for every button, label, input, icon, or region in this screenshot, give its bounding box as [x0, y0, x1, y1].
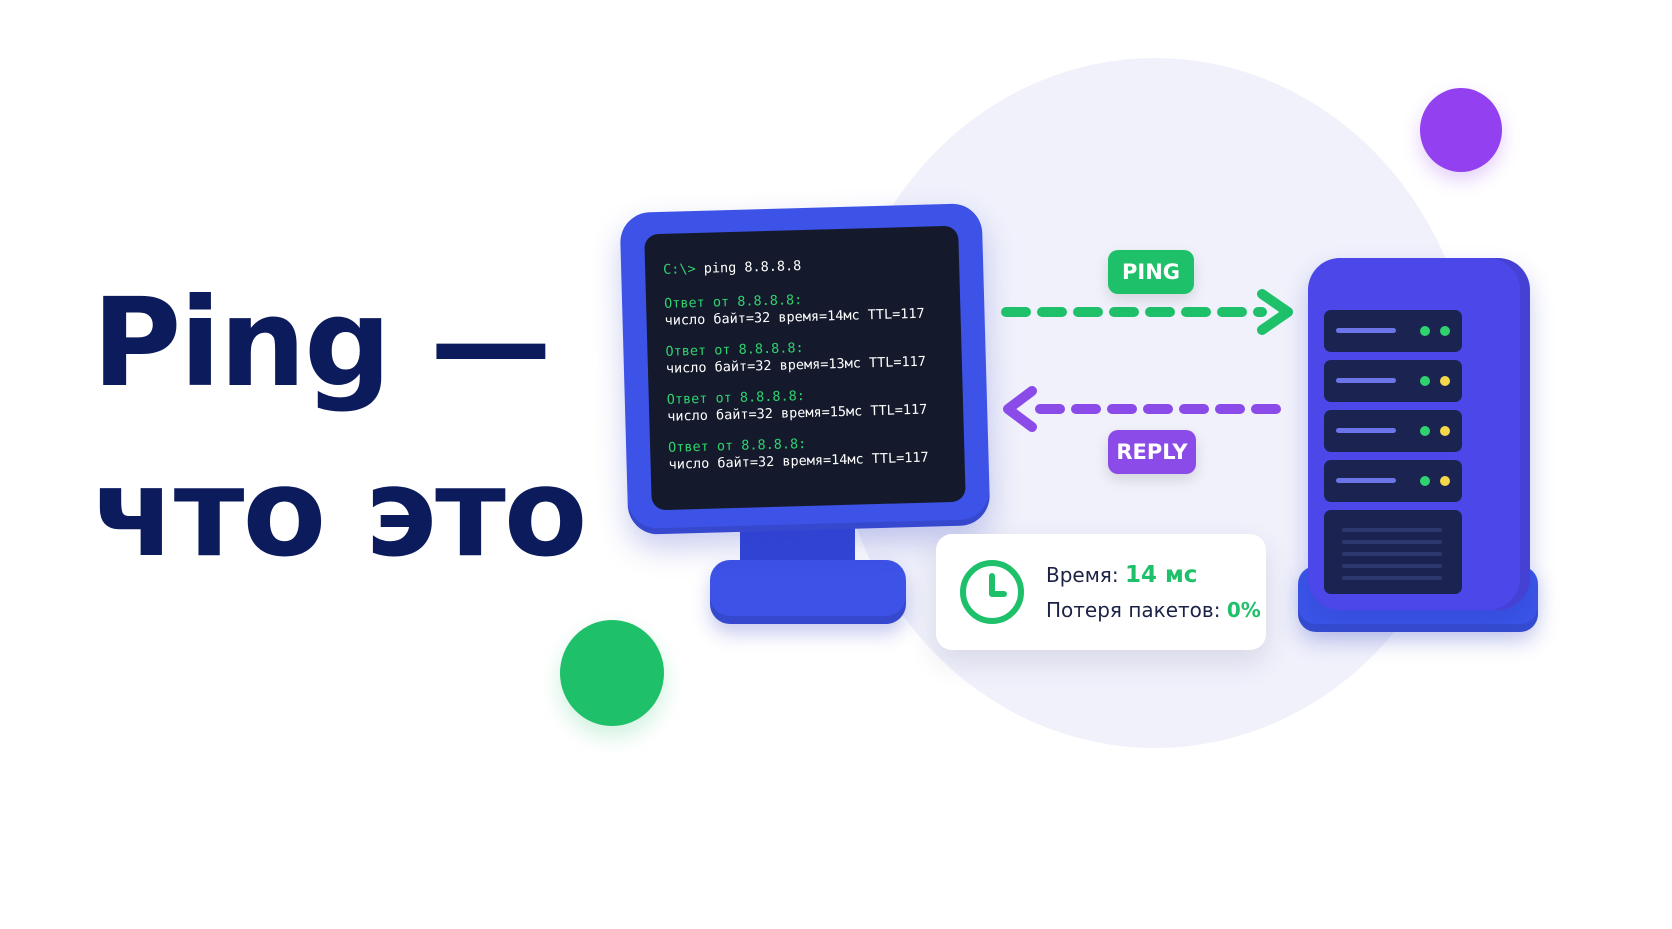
server-bay: [1324, 310, 1462, 352]
server-bay: [1324, 410, 1462, 452]
arrow-right-icon: [1001, 289, 1293, 335]
server-led: [1440, 376, 1450, 386]
title-line-2: что это: [92, 442, 588, 584]
arrow-left-icon: [1003, 386, 1291, 432]
title-line-1: Ping —: [92, 272, 552, 414]
packet-loss-value: 0%: [1226, 598, 1261, 622]
server-led: [1440, 326, 1450, 336]
vent-slot: [1342, 564, 1442, 568]
server-led: [1420, 426, 1430, 436]
vent-slot: [1342, 540, 1442, 544]
monitor-stand-base: [710, 560, 906, 624]
server-led: [1440, 476, 1450, 486]
server-bay-bar: [1336, 328, 1396, 333]
server-bay-bar: [1336, 478, 1396, 483]
server-bay: [1324, 460, 1462, 502]
vent-slot: [1342, 528, 1442, 532]
packet-loss-label: Потеря пакетов:: [1046, 598, 1221, 622]
server-vent: [1324, 510, 1462, 594]
ping-label: PING: [1108, 250, 1194, 294]
time-label: Время:: [1046, 563, 1119, 587]
vent-slot: [1342, 576, 1442, 580]
server-led: [1420, 326, 1430, 336]
vent-slot: [1342, 552, 1442, 556]
reply-label: REPLY: [1108, 430, 1196, 474]
time-value: 14 мс: [1124, 562, 1198, 588]
server-led: [1440, 426, 1450, 436]
server-bay-bar: [1336, 428, 1396, 433]
server-bay-bar: [1336, 378, 1396, 383]
time-row: Время: 14 мс: [1046, 562, 1197, 588]
page-title: Ping — что это: [92, 258, 588, 598]
packet-loss-row: Потеря пакетов: 0%: [1046, 598, 1261, 622]
green-dot-decoration: [560, 620, 664, 726]
clock-icon: [960, 560, 1024, 624]
purple-dot-decoration: [1420, 88, 1502, 172]
server-icon: [1308, 258, 1530, 610]
server-led: [1420, 476, 1430, 486]
ping-stats-card: Время: 14 мс Потеря пакетов: 0%: [936, 534, 1266, 650]
server-led: [1420, 376, 1430, 386]
server-bay: [1324, 360, 1462, 402]
